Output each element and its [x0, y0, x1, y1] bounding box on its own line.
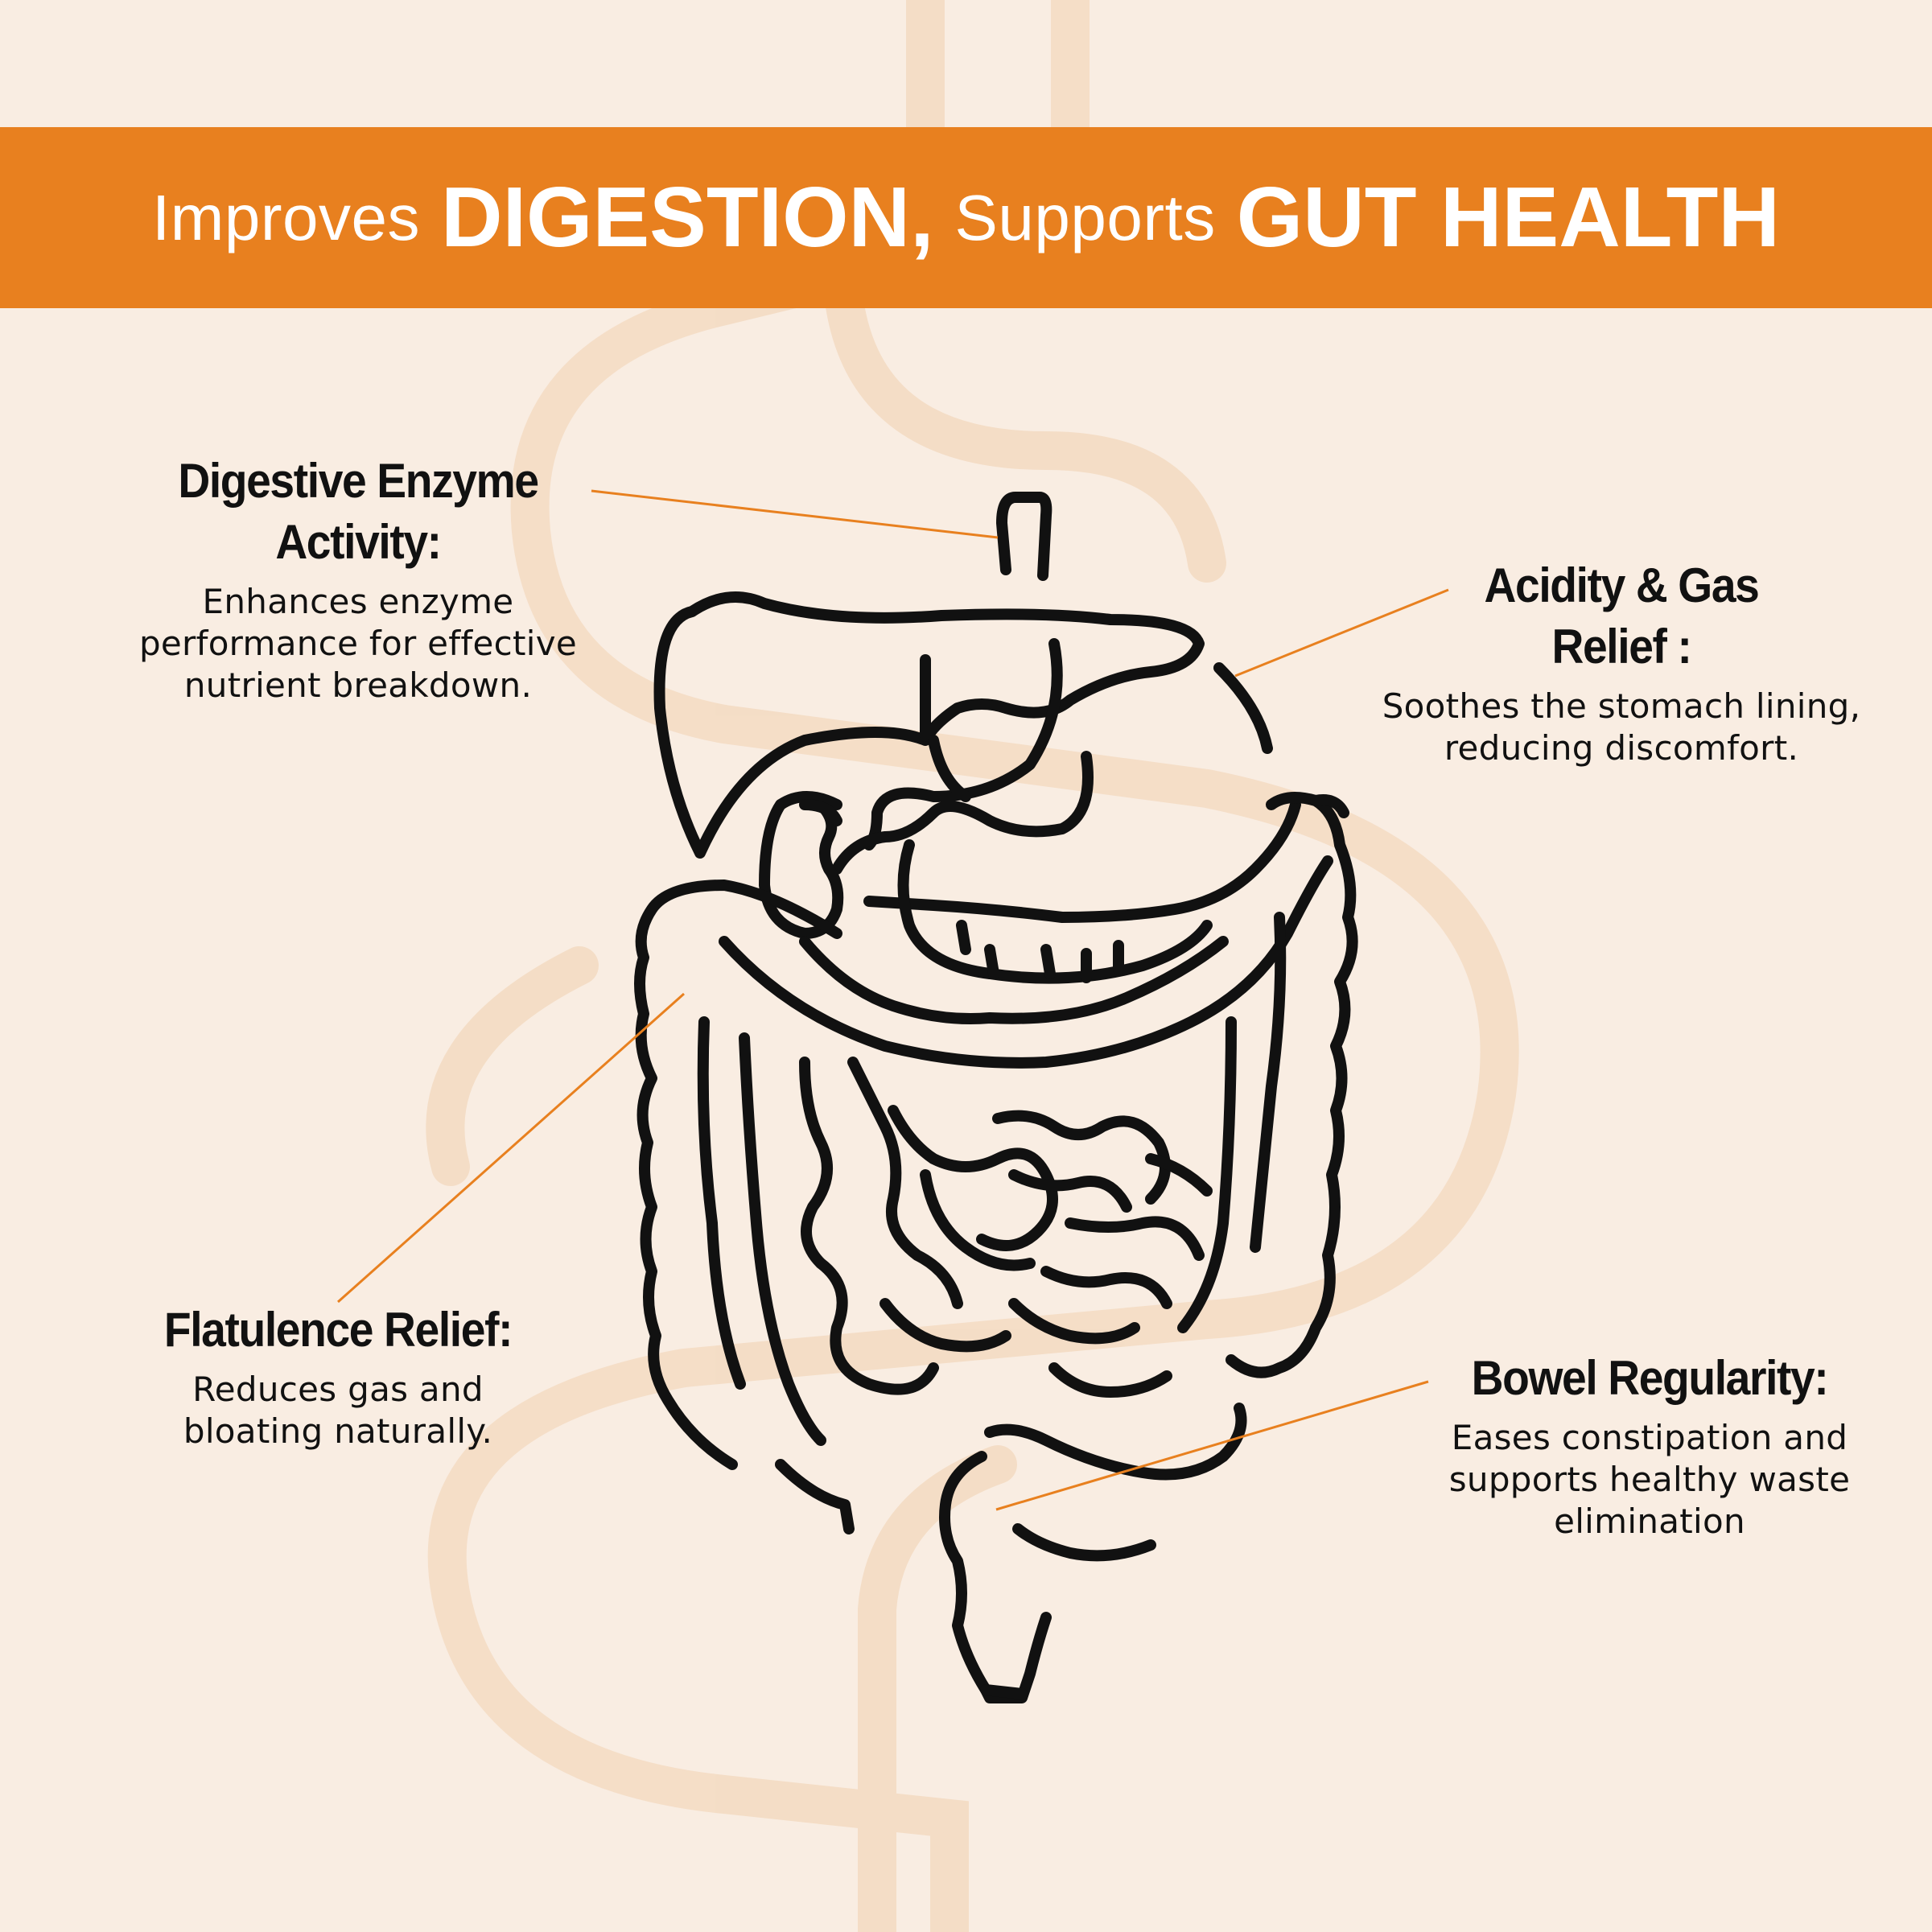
callout-body: Soothes the stomach lining, reducing dis…	[1382, 686, 1861, 768]
header-gut-health: GUT HEALTH	[1236, 170, 1780, 265]
descending-colon-icon	[1226, 792, 1358, 1378]
callout-body: Eases constipation and supports healthy …	[1448, 1418, 1851, 1541]
digestive-system-icon	[634, 492, 1358, 1703]
leader-line-flatulence	[337, 992, 685, 1304]
ascending-colon-icon	[634, 879, 842, 1470]
header-digestion: DIGESTION,	[441, 170, 934, 265]
callout-acidity-gas: Acidity & Gas Relief : Soothes the stoma…	[1336, 555, 1907, 769]
callout-body: Enhances enzyme performance for effectiv…	[138, 582, 578, 705]
callout-bowel-regularity: Bowel Regularity: Eases constipation and…	[1400, 1348, 1899, 1543]
small-intestine-icon	[799, 1057, 939, 1395]
callout-body: Reduces gas and bloating naturally.	[183, 1370, 493, 1451]
rectum-icon	[984, 1403, 1247, 1481]
gallbladder-icon	[759, 791, 844, 939]
leader-line-bowel	[995, 1380, 1429, 1511]
callout-title: Bowel Regularity:	[1471, 1351, 1829, 1405]
callout-title-line2: Relief :	[1551, 620, 1691, 674]
callout-digestive-enzyme: Digestive Enzyme Activity: Enhances enzy…	[89, 451, 628, 706]
transverse-colon-icon	[719, 855, 1333, 1069]
header-supports: Supports	[954, 181, 1216, 253]
liver-icon	[653, 591, 1205, 859]
pancreas-icon	[863, 799, 1301, 923]
stomach-icon	[863, 638, 1063, 851]
leader-line-acidity	[1234, 588, 1449, 678]
callout-title: Acidity & Gas Relief :	[1358, 555, 1884, 678]
callout-title-line2: Activity:	[275, 515, 442, 569]
callout-title-line1: Acidity & Gas	[1484, 558, 1760, 612]
header-improves: Improves	[152, 181, 421, 253]
callout-title-line1: Digestive Enzyme	[178, 454, 539, 508]
callout-flatulence: Flatulence Relief: Reduces gas and bloat…	[105, 1300, 571, 1452]
leader-line-enzyme	[591, 489, 999, 539]
header-banner: Improves DIGESTION, Supports GUT HEALTH	[0, 127, 1932, 308]
callout-title: Flatulence Relief:	[163, 1303, 513, 1357]
esophagus-icon	[996, 492, 1053, 581]
callout-title: Digestive Enzyme Activity:	[110, 451, 606, 573]
